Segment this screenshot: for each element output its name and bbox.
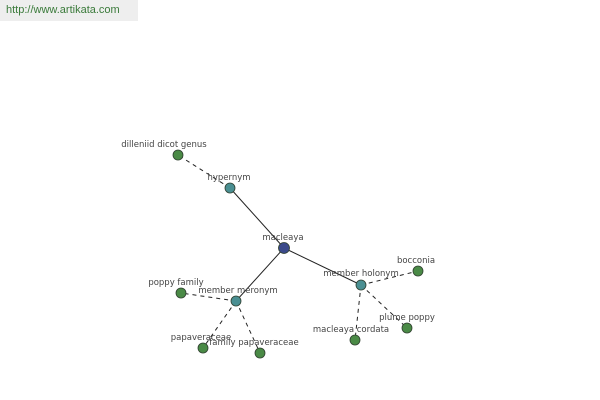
node-macleaya[interactable] — [278, 242, 290, 254]
edge-hypernym-dilleniid-dicot-genus — [177, 154, 231, 189]
edge-macleaya-member-holonym — [283, 247, 362, 286]
url-link[interactable]: http://www.artikata.com — [6, 4, 120, 16]
node-label-member-holonym[interactable]: member holonym — [323, 269, 398, 279]
edge-member-holonym-plume-poppy — [360, 284, 408, 329]
edge-member-meronym-family-papaveraceae — [235, 300, 261, 354]
node-bocconia[interactable] — [412, 265, 424, 277]
node-family-papaveraceae[interactable] — [254, 347, 266, 359]
edge-macleaya-member-meronym — [235, 247, 285, 302]
node-dilleniid-dicot-genus[interactable] — [172, 149, 184, 161]
node-plume-poppy[interactable] — [401, 322, 413, 334]
nodes-layer — [172, 149, 424, 359]
node-label-papaveraceae[interactable]: papaveraceae — [171, 333, 232, 343]
node-label-macleaya-cordata[interactable]: macleaya cordata — [313, 325, 389, 335]
edge-member-meronym-papaveraceae — [202, 300, 237, 349]
node-member-meronym[interactable] — [230, 295, 242, 307]
node-member-holonym[interactable] — [355, 279, 367, 291]
node-label-plume-poppy[interactable]: plume poppy — [379, 313, 435, 323]
edge-macleaya-hypernym — [229, 187, 285, 249]
node-poppy-family[interactable] — [175, 287, 187, 299]
node-label-hypernym[interactable]: hypernym — [207, 173, 250, 183]
url-banner[interactable]: http://www.artikata.com — [0, 0, 138, 21]
node-label-bocconia[interactable]: bocconia — [397, 256, 435, 266]
edge-member-holonym-bocconia — [360, 270, 419, 286]
node-label-macleaya[interactable]: macleaya — [262, 233, 303, 243]
node-hypernym[interactable] — [224, 182, 236, 194]
labels-layer: macleaya hypernym member meronym member hol… — [121, 140, 435, 348]
node-papaveraceae[interactable] — [197, 342, 209, 354]
edge-member-holonym-macleaya-cordata — [354, 284, 362, 341]
node-label-poppy-family[interactable]: poppy family — [148, 278, 203, 288]
node-macleaya-cordata[interactable] — [349, 334, 361, 346]
edges-layer — [177, 154, 419, 354]
node-label-family-papaveraceae[interactable]: family papaveraceae — [209, 338, 298, 348]
node-label-dilleniid-dicot-genus[interactable]: dilleniid dicot genus — [121, 140, 207, 150]
node-label-member-meronym[interactable]: member meronym — [198, 286, 277, 296]
edge-member-meronym-poppy-family — [180, 292, 237, 302]
